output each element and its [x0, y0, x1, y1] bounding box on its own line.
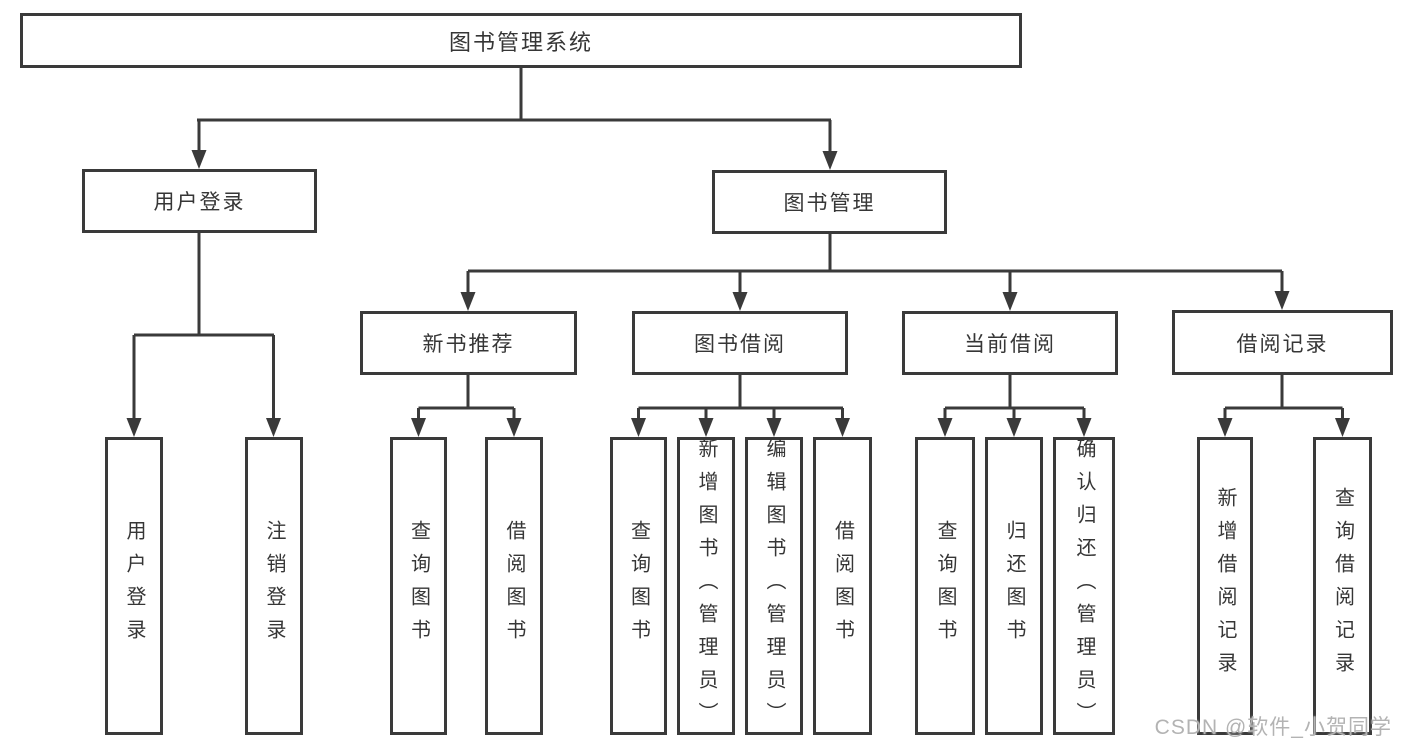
- arrowhead-icon: [460, 292, 476, 311]
- leaf-query-book-3: 查询图书: [915, 437, 975, 735]
- node-label: 借阅图书: [831, 520, 854, 652]
- node-label: 图书管理: [783, 192, 876, 215]
- leaf-confirm-return-admin: 确认归还（管理员）: [1053, 437, 1115, 735]
- node-label: 新增借阅记录: [1214, 487, 1236, 685]
- leaf-borrow-book-1: 借阅图书: [485, 437, 543, 735]
- arrowhead-icon: [191, 150, 207, 169]
- arrowhead-icon: [822, 151, 838, 170]
- arrowhead-icon: [937, 418, 953, 437]
- node-label: 查询图书: [934, 520, 956, 652]
- node-user-login: 用户登录: [82, 169, 317, 233]
- leaf-user-login: 用户登录: [105, 437, 163, 735]
- node-label: 图书管理系统: [448, 29, 593, 55]
- node-borrow-record: 借阅记录: [1172, 310, 1393, 375]
- leaf-logout: 注销登录: [245, 437, 303, 735]
- node-label: 新增图书（管理员）: [695, 437, 717, 735]
- node-label: 归还图书: [1003, 520, 1025, 652]
- arrowhead-icon: [1217, 418, 1233, 437]
- arrowhead-icon: [1002, 292, 1018, 311]
- leaf-query-book-1: 查询图书: [390, 437, 447, 735]
- node-label: 注销登录: [263, 520, 285, 652]
- node-system-root: 图书管理系统: [20, 13, 1022, 68]
- node-label: 新书推荐: [422, 333, 515, 356]
- node-book-management: 图书管理: [712, 170, 947, 234]
- node-book-borrow: 图书借阅: [632, 311, 848, 375]
- node-label: 查询借阅记录: [1331, 487, 1354, 685]
- leaf-add-book-admin: 新增图书（管理员）: [677, 437, 735, 735]
- node-current-borrow: 当前借阅: [902, 311, 1118, 375]
- node-label: 编辑图书（管理员）: [763, 437, 785, 735]
- node-label: 当前借阅: [964, 333, 1056, 356]
- leaf-return-book: 归还图书: [985, 437, 1043, 735]
- node-label: 图书借阅: [694, 333, 786, 356]
- node-new-book-recommend: 新书推荐: [360, 311, 577, 375]
- arrowhead-icon: [266, 418, 281, 437]
- leaf-query-book-2: 查询图书: [610, 437, 667, 735]
- node-label: 借阅图书: [503, 520, 525, 652]
- arrowhead-icon: [732, 292, 748, 311]
- leaf-borrow-book-2: 借阅图书: [813, 437, 872, 735]
- leaf-query-borrow-record: 查询借阅记录: [1313, 437, 1372, 735]
- node-label: 用户登录: [153, 191, 246, 214]
- arrowhead-icon: [411, 418, 426, 437]
- node-label: 查询图书: [627, 520, 650, 652]
- node-label: 查询图书: [407, 520, 430, 652]
- csdn-watermark: CSDN @软件_小贺同学: [1154, 716, 1392, 739]
- node-label: 确认归还（管理员）: [1073, 437, 1095, 735]
- arrowhead-icon: [698, 418, 714, 437]
- leaf-edit-book-admin: 编辑图书（管理员）: [745, 437, 803, 735]
- arrowhead-icon: [126, 418, 142, 437]
- node-label: 用户登录: [123, 520, 145, 652]
- arrowhead-icon: [506, 418, 522, 437]
- arrowhead-icon: [766, 418, 782, 437]
- arrowhead-icon: [1006, 418, 1022, 437]
- arrowhead-icon: [1274, 291, 1290, 310]
- arrowhead-icon: [1076, 418, 1092, 437]
- arrowhead-icon: [835, 418, 850, 437]
- node-label: 借阅记录: [1236, 332, 1329, 356]
- arrowhead-icon: [631, 418, 646, 437]
- leaf-add-borrow-record: 新增借阅记录: [1197, 437, 1253, 735]
- arrowhead-icon: [1335, 418, 1350, 437]
